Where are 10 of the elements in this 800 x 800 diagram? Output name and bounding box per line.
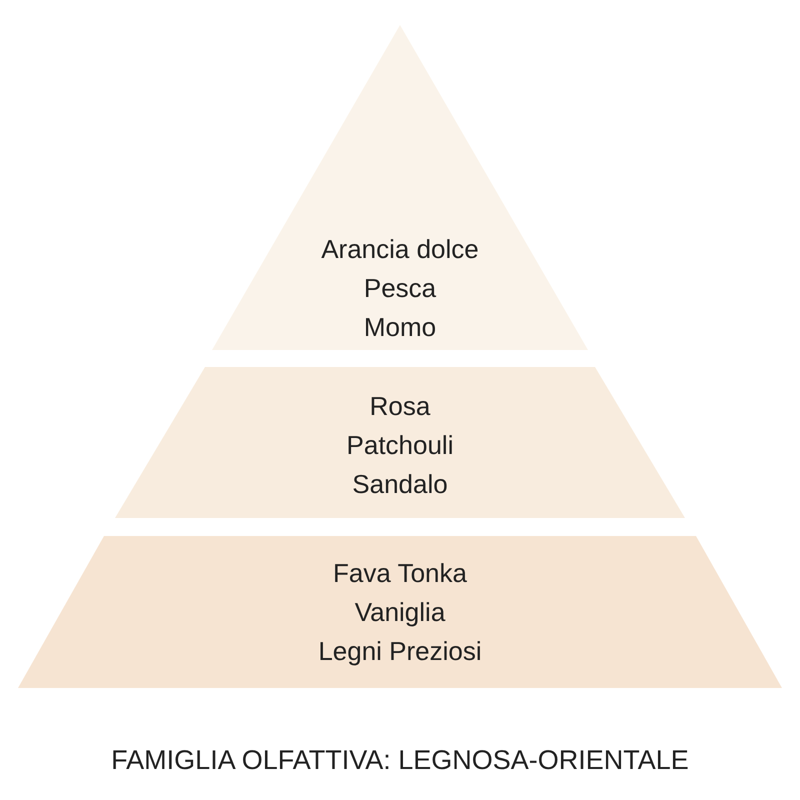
note-label: Pesca (364, 272, 436, 305)
note-label: Momo (364, 311, 436, 344)
note-label: Sandalo (352, 468, 448, 501)
caption: FAMIGLIA OLFATTIVA: LEGNOSA-ORIENTALE (111, 745, 689, 776)
note-label: Fava Tonka (333, 557, 467, 590)
note-label: Legni Preziosi (318, 635, 482, 668)
note-label: Patchouli (346, 429, 454, 462)
note-label: Rosa (370, 390, 430, 423)
note-label: Arancia dolce (321, 233, 479, 266)
note-label: Vaniglia (354, 596, 446, 629)
